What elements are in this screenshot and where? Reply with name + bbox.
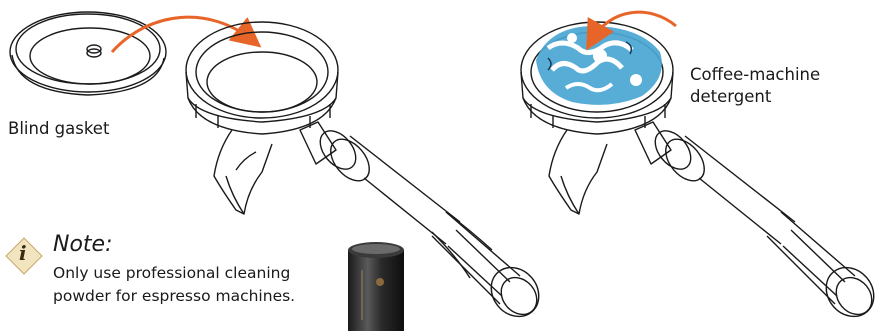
blind-gasket-label: Blind gasket	[8, 118, 109, 140]
arrow	[112, 17, 252, 52]
info-icon-letter: i	[19, 241, 27, 265]
detergent-foam	[536, 26, 662, 105]
note-body-line2: powder for espresso machines.	[53, 285, 373, 308]
detergent-label-line2: detergent	[690, 86, 771, 108]
detergent-label-line1: Coffee-machine	[690, 64, 820, 86]
blind-gasket	[10, 12, 166, 95]
note-title: Note:	[53, 232, 113, 257]
note-body-line1: Only use professional cleaning	[53, 262, 373, 285]
